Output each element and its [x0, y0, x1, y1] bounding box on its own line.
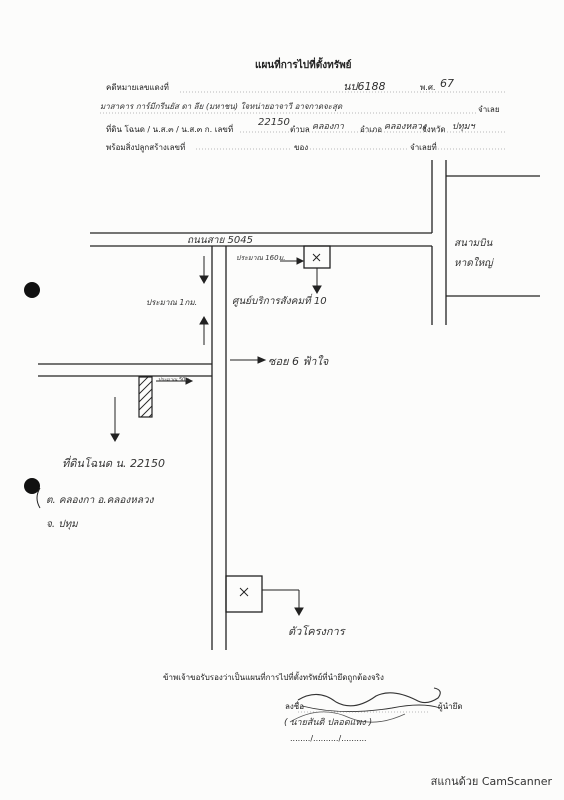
parcel-label: ที่ดินโฉนด น. 22150 — [62, 457, 165, 470]
punch-hole-top — [24, 282, 40, 298]
punch-hole-bottom — [24, 478, 40, 494]
province-value: ปทุมฯ — [452, 122, 475, 132]
sign-label: ลงชื่อ — [285, 702, 305, 711]
case-number: นป6188 — [343, 80, 386, 93]
year-label: พ.ศ. — [420, 83, 436, 92]
certification-statement: ข้าพเจ้าขอรับรองว่าเป็นแผนที่การไปที่ตั้… — [163, 673, 384, 682]
landmark-label: ศูนย์บริการสังคมที่ 10 — [232, 296, 327, 307]
tambon-value: คลองกา — [312, 122, 344, 132]
tambon-label: ตำบล — [290, 125, 310, 134]
amphoe-label: อำเภอ — [360, 125, 383, 134]
year-value: 67 — [440, 77, 454, 90]
deed-label: ที่ดิน โฉนด / น.ส.๓ / น.ส.๓ ก. เลขที่ — [106, 125, 234, 134]
signer-name: ( นายสันติ ปลอดแพง ) — [284, 718, 373, 728]
building-label: พร้อมสิ่งปลูกสร้างเลขที่ — [106, 143, 186, 152]
province-label: จังหวัด — [422, 125, 446, 134]
sign-date: ......../........../.......... — [290, 734, 367, 743]
defendant-name: มาสาคาร การ์มีกรีนยัส ดา ลีย (มหาชน) ใจห… — [100, 102, 343, 111]
temple-label: สนามบิน หาดใหญ่ — [454, 238, 493, 269]
temple-label-line: สนามบิน หาดใหญ่ — [454, 234, 534, 274]
document-title: แผนที่การไปที่ตั้งทรัพย์ — [255, 60, 352, 71]
defendant-suffix: จำเลย — [478, 105, 500, 114]
soi-label: ซอย 6 ฟ้าใจ — [268, 355, 329, 368]
distance-1km-label: ประมาณ 1กม. — [146, 298, 198, 307]
sign-role: ผู้นำยึด — [438, 702, 463, 711]
scanner-watermark: สแกนด้วย CamScanner — [430, 775, 552, 788]
soi-distance-label: ประมาณ 50ม. — [158, 377, 191, 383]
location-line1: ต. คลองกา อ.คลองหลวง — [46, 495, 154, 506]
defendant-no-label: จำเลยที่ — [410, 143, 437, 152]
distance-160m-label: ประมาณ 160ม. — [236, 254, 286, 262]
deed-number: 22150 — [258, 117, 290, 128]
amphoe-value: คลองหลวง — [384, 122, 427, 132]
case-label: คดีหมายเลขแดงที่ — [106, 83, 169, 92]
unit-label: ของ — [294, 143, 309, 152]
target-label: ตัวโครงการ — [288, 625, 345, 638]
main-road-label: ถนนสาย 5045 — [187, 235, 253, 246]
location-line2: จ. ปทุม — [46, 519, 78, 530]
